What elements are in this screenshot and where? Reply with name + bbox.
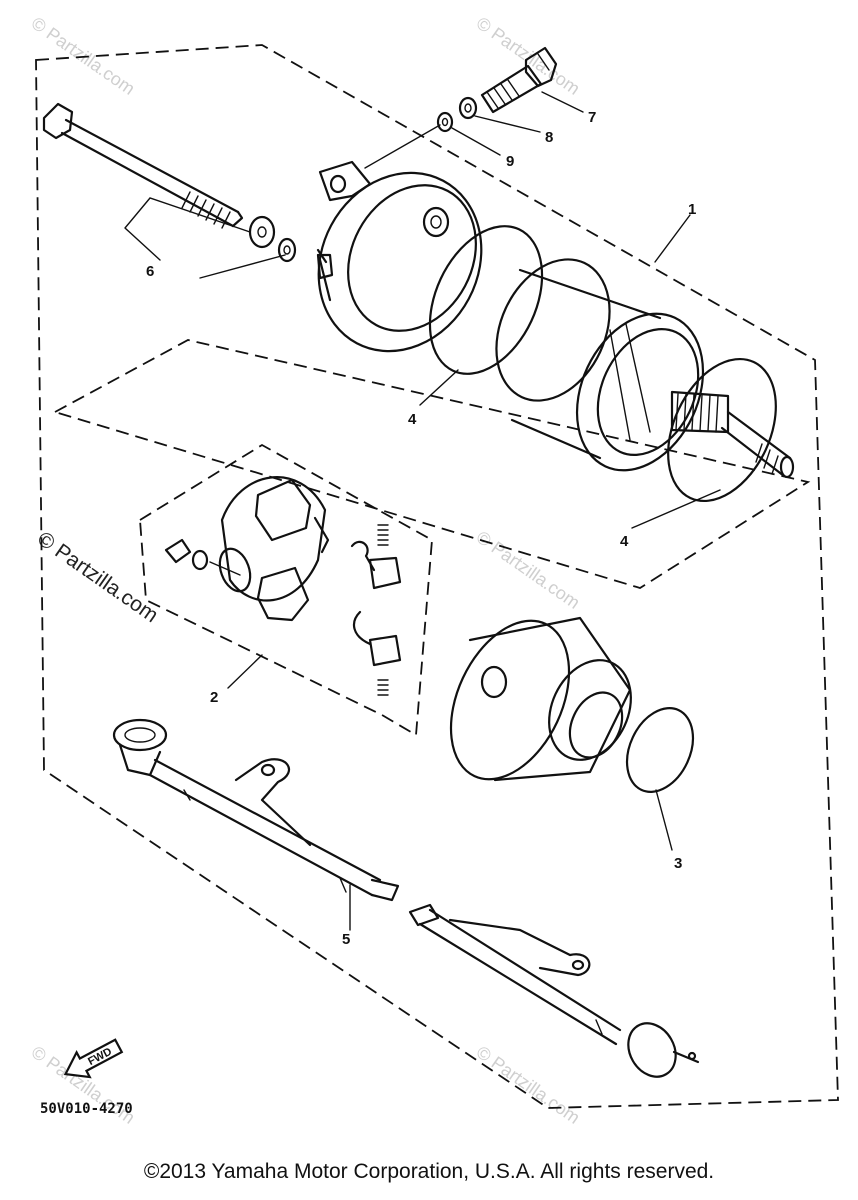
- callout-4-lower: 4: [620, 533, 629, 550]
- yoke-body: [495, 258, 705, 472]
- front-cover: [316, 160, 483, 353]
- rear-cover: [449, 616, 632, 782]
- washer-part-6b: [277, 237, 297, 263]
- brush-holder-part-2: [164, 476, 330, 622]
- brush-group-boundary: [139, 443, 433, 737]
- o-ring-part-3: [625, 707, 695, 793]
- armature-group-boundary: [52, 339, 811, 589]
- copyright-notice: ©2013 Yamaha Motor Corporation, U.S.A. A…: [143, 1160, 715, 1183]
- through-bolt-part-6: [42, 102, 244, 229]
- callout-4-upper: 4: [408, 411, 417, 428]
- watermark-2: © Partzilla.com: [473, 13, 584, 99]
- watermark-3: © Partzilla.com: [473, 527, 584, 613]
- callout-1: 1: [688, 201, 696, 218]
- brush-spring-upper: [350, 524, 402, 590]
- drawing-code: 50V010-4270: [40, 1101, 133, 1117]
- o-ring-part-4-lower: [667, 357, 777, 503]
- callout-8: 8: [545, 129, 553, 146]
- armature-shaft: [670, 390, 795, 479]
- o-ring-part-4-upper: [428, 225, 544, 375]
- brush-spring-lower: [352, 610, 402, 696]
- callout-7: 7: [588, 109, 596, 126]
- leader-lines: [124, 91, 721, 931]
- watermark-prominent: © Partzilla.com: [33, 527, 162, 627]
- bolt-part-7: [480, 46, 558, 114]
- callout-5: 5: [342, 931, 350, 948]
- washer-part-9: [436, 111, 454, 133]
- callout-9: 9: [506, 153, 514, 170]
- callout-2: 2: [210, 689, 218, 706]
- watermark-1: © Partzilla.com: [28, 13, 139, 99]
- lead-wire-part-5: [112, 718, 700, 1078]
- watermark-5: © Partzilla.com: [473, 1042, 584, 1128]
- callouts: 1 2 3 4 4 5 6 7 8 9: [146, 109, 696, 948]
- callout-3: 3: [674, 855, 682, 872]
- assembly-boundary: [35, 44, 839, 1109]
- callout-6: 6: [146, 263, 154, 280]
- washer-part-6a: [248, 215, 276, 249]
- washer-part-8: [458, 96, 478, 120]
